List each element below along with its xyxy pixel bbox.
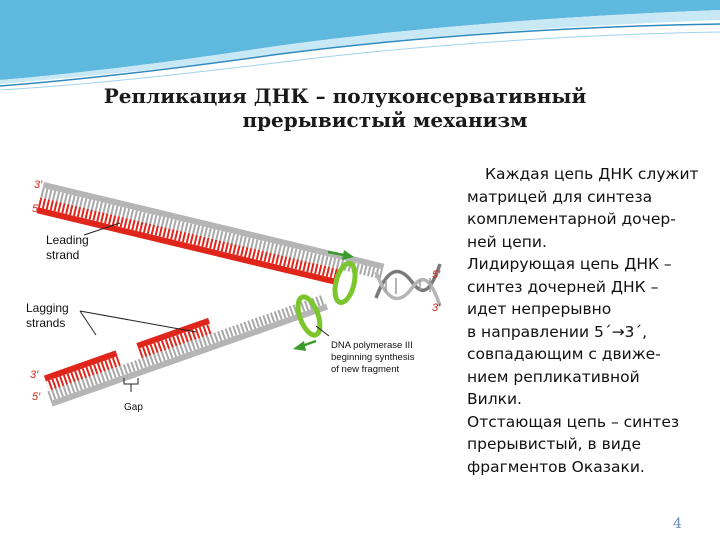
body-text-line: комплементарной дочер- <box>467 210 676 228</box>
body-text-line: Каждая цепь ДНК служит <box>485 165 699 183</box>
label-3prime-bottom: 3′ <box>30 369 39 381</box>
body-text-line: матрицей для синтеза <box>467 187 653 206</box>
title-line-1: Репликация ДНК – полуконсервативный <box>103 84 587 108</box>
slide-title: Репликация ДНК – полуконсервативный прер… <box>0 84 720 132</box>
body-text-line: Вилки. <box>467 390 522 408</box>
label-3prime-top: 3′ <box>34 179 43 191</box>
body-text-line: прерывистый, в виде <box>467 435 642 453</box>
right-3prime-label: 3′ <box>432 302 441 314</box>
label-5prime-top: 5′ <box>32 203 41 215</box>
lagging-direction-arrow <box>293 339 317 351</box>
label-5prime-bottom: 5′ <box>32 391 41 403</box>
leading-strand-pointer <box>83 222 121 236</box>
right-5prime-label: 5′ <box>432 269 441 281</box>
gap-bracket <box>123 378 139 392</box>
polymerase-ring-leading <box>332 260 358 306</box>
body-text-line: нием репликативной <box>467 367 640 386</box>
leading-arm <box>36 182 385 285</box>
body-text-line: Отстающая цепь – синтез <box>467 412 680 431</box>
body-text-line: Лидирующая цепь ДНК – <box>467 255 672 273</box>
leading-strand <box>37 197 338 279</box>
body-text-line: в направлении 5´→3´, <box>467 322 648 341</box>
lagging-arm <box>43 294 329 407</box>
okazaki-fragment-1 <box>43 350 118 382</box>
header-wave-decoration <box>0 0 720 90</box>
polymerase-label-1: DNA polymerase III <box>331 340 413 351</box>
body-text-line: ней цепи. <box>467 232 547 251</box>
polymerase-label-2: beginning synthesis <box>331 352 415 363</box>
okazaki-fragment-2 <box>136 317 211 349</box>
leading-direction-arrow <box>327 250 354 260</box>
title-line-2: прерывистый механизм <box>242 108 528 132</box>
body-text-line: фрагментов Оказаки. <box>467 457 645 476</box>
polymerase-ring-lagging <box>295 294 323 338</box>
dna-replication-diagram: 3′ 5′ Leading strand Lagging strands 3′ … <box>26 179 442 413</box>
page-number: 4 <box>673 516 682 532</box>
body-text: Каждая цепь ДНК служит матрицей для синте… <box>467 163 717 478</box>
leading-strand-label-2: strand <box>46 248 79 262</box>
body-text-line: синтез дочерней ДНК – <box>467 277 659 296</box>
lagging-strands-label-2: strands <box>26 316 65 330</box>
body-text-line: совпадающим с движе- <box>467 345 661 363</box>
polymerase-label-3: of new fragment <box>331 364 399 375</box>
polymerase-pointer <box>315 325 330 337</box>
lagging-strands-pointer-2 <box>79 310 197 333</box>
lagging-strands-pointer-1 <box>79 310 97 336</box>
double-helix <box>374 263 442 307</box>
leading-strand-label-1: Leading <box>46 233 89 247</box>
lagging-strands-label-1: Lagging <box>26 301 69 315</box>
gap-label: Gap <box>124 402 143 413</box>
body-text-line: идет непрерывно <box>467 300 612 318</box>
